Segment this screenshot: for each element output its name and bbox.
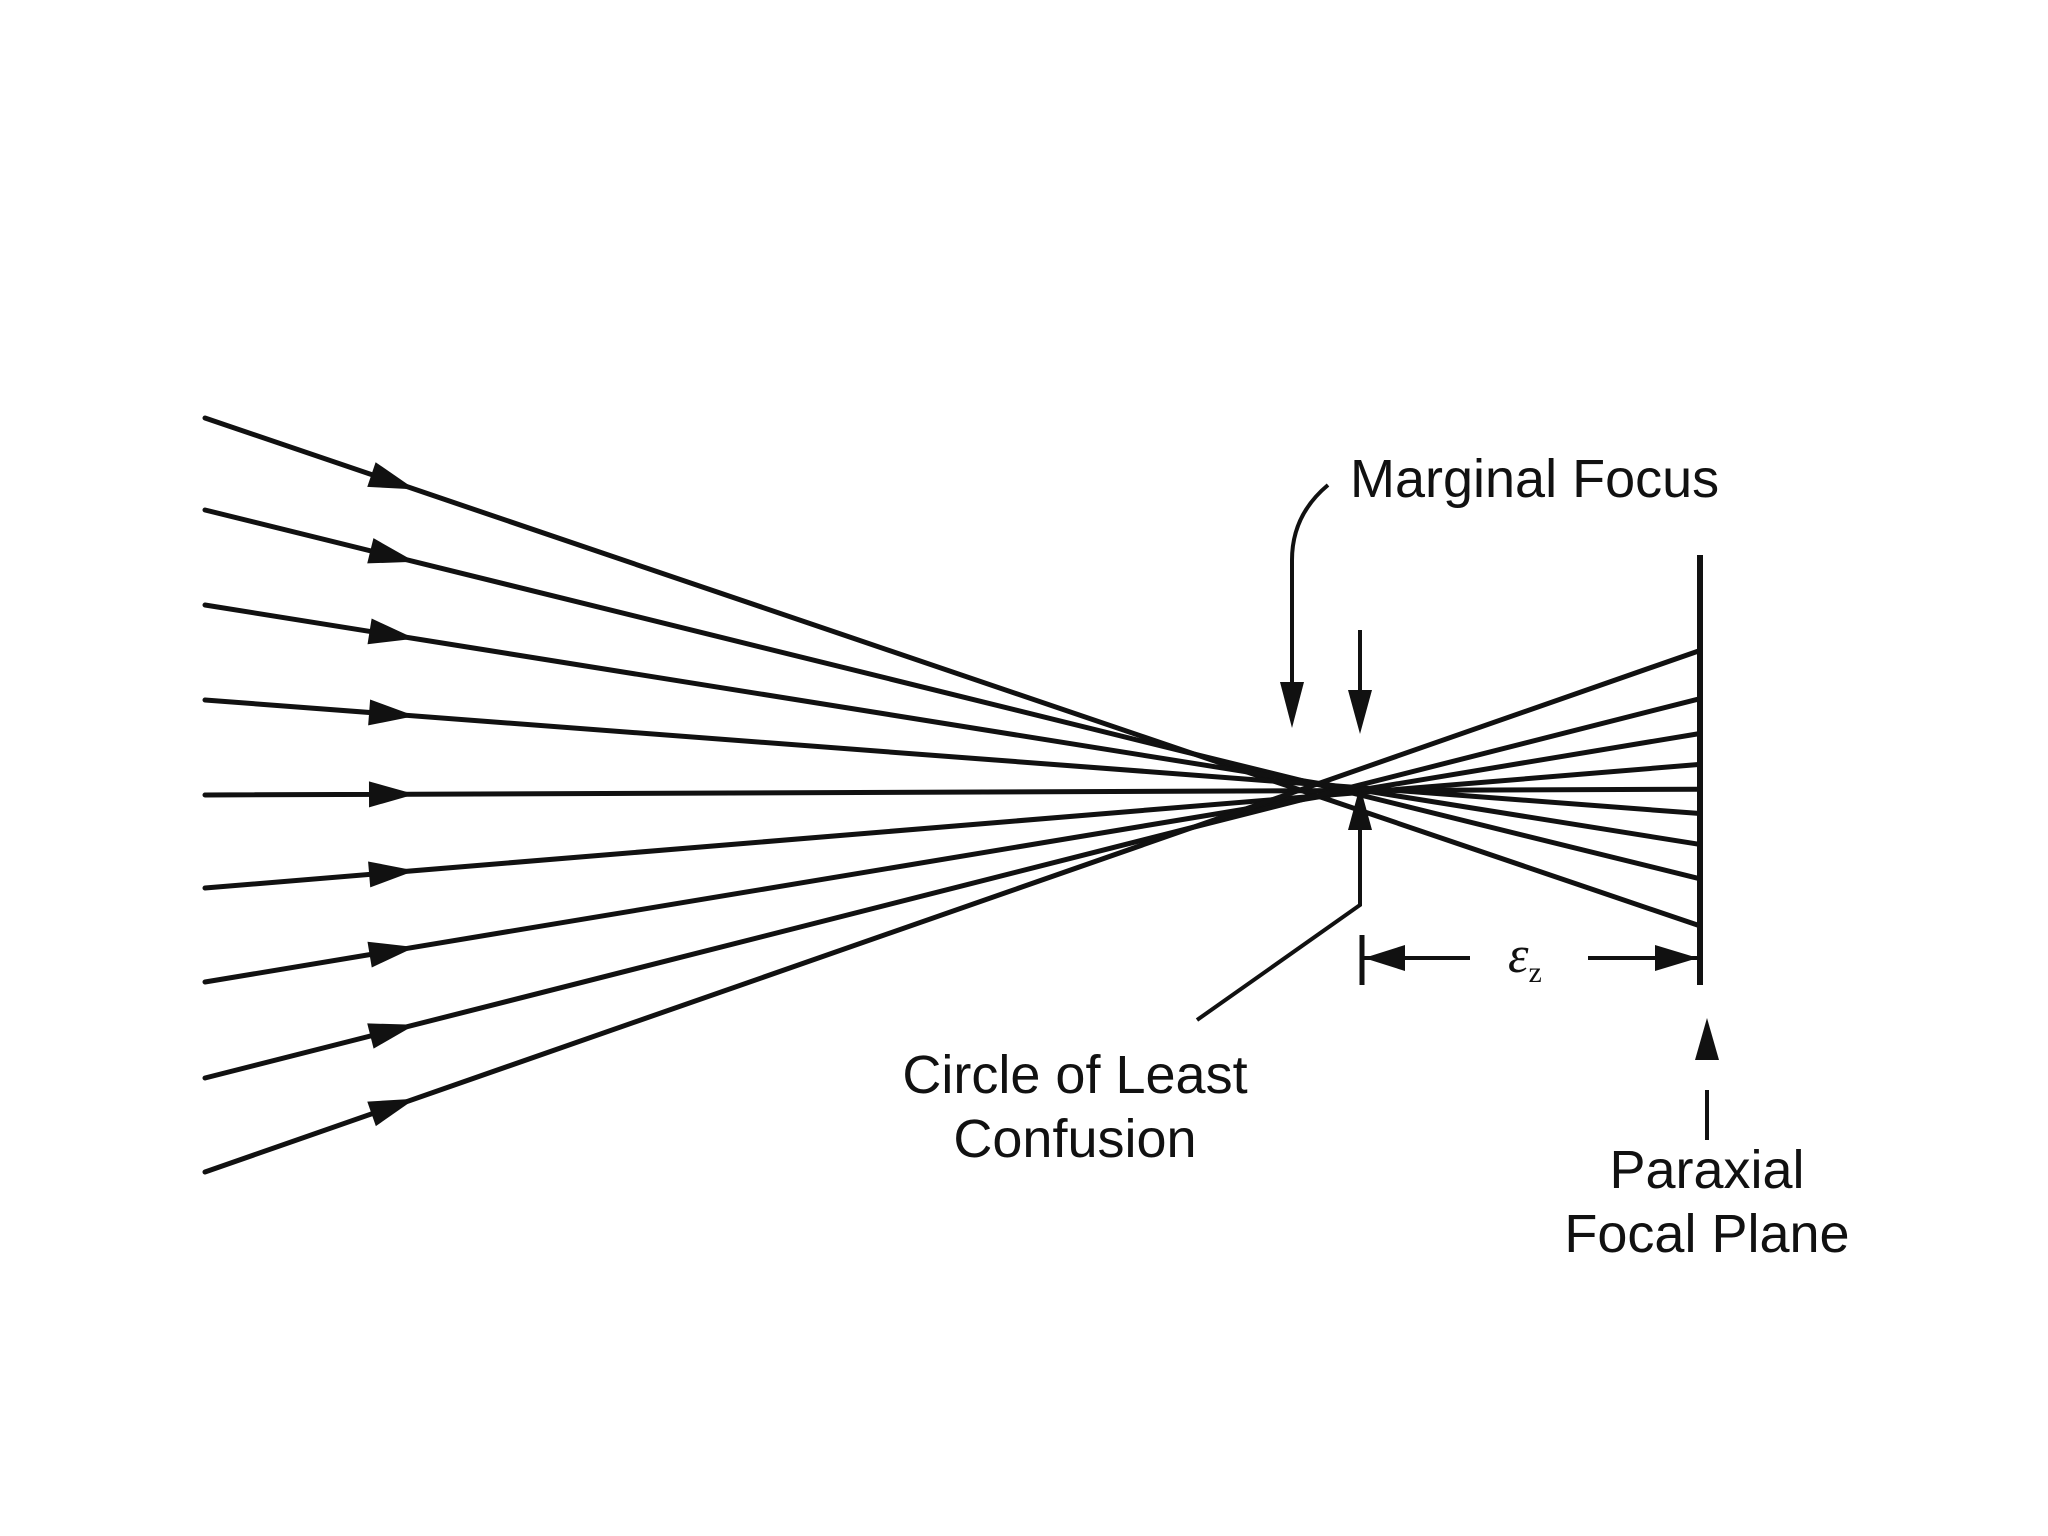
circle-of-least-confusion-label-line1: Circle of Least xyxy=(902,1045,1247,1105)
light-ray xyxy=(202,697,1703,817)
ray-arrowhead xyxy=(368,861,415,888)
ray-arrowhead xyxy=(367,1023,415,1049)
ray-arrowhead xyxy=(367,1098,415,1127)
marginal-focus-label: Marginal Focus xyxy=(1350,449,1719,509)
light-ray xyxy=(202,507,1703,882)
circle-top-arrowhead xyxy=(1348,690,1372,734)
circle-bottom-arrowhead xyxy=(1348,786,1372,830)
epsilon-dimension-right-arrowhead xyxy=(1655,945,1698,971)
light-ray xyxy=(202,415,1703,929)
light-ray xyxy=(202,761,1703,891)
light-ray xyxy=(202,696,1703,1081)
circle-of-least-confusion-label-line2: Confusion xyxy=(953,1109,1196,1169)
paraxial-focal-plane-label-line2: Focal Plane xyxy=(1564,1204,1849,1264)
light-ray xyxy=(202,647,1703,1175)
ray-arrowhead xyxy=(368,781,415,808)
paraxial-focal-plane-arrowhead xyxy=(1695,1018,1719,1060)
light-ray xyxy=(202,730,1703,985)
light-rays xyxy=(202,415,1703,1175)
ray-arrowhead xyxy=(367,941,415,968)
circle-of-least-confusion-pointer xyxy=(1195,828,1362,1022)
light-ray xyxy=(202,786,1703,798)
epsilon-z-symbol: εz xyxy=(1508,927,1542,989)
marginal-focus-pointer xyxy=(1290,483,1330,700)
ray-arrowhead xyxy=(367,538,415,564)
ray-arrowhead xyxy=(367,462,415,490)
ray-arrowhead xyxy=(368,699,415,726)
ray-direction-arrows xyxy=(367,462,415,1127)
marginal-focus-arrowhead xyxy=(1280,682,1304,728)
paraxial-focal-plane-label-line1: Paraxial xyxy=(1609,1140,1804,1200)
epsilon-dimension-left-arrowhead xyxy=(1364,945,1405,971)
ray-arrowhead xyxy=(367,618,415,645)
light-ray xyxy=(202,602,1703,847)
